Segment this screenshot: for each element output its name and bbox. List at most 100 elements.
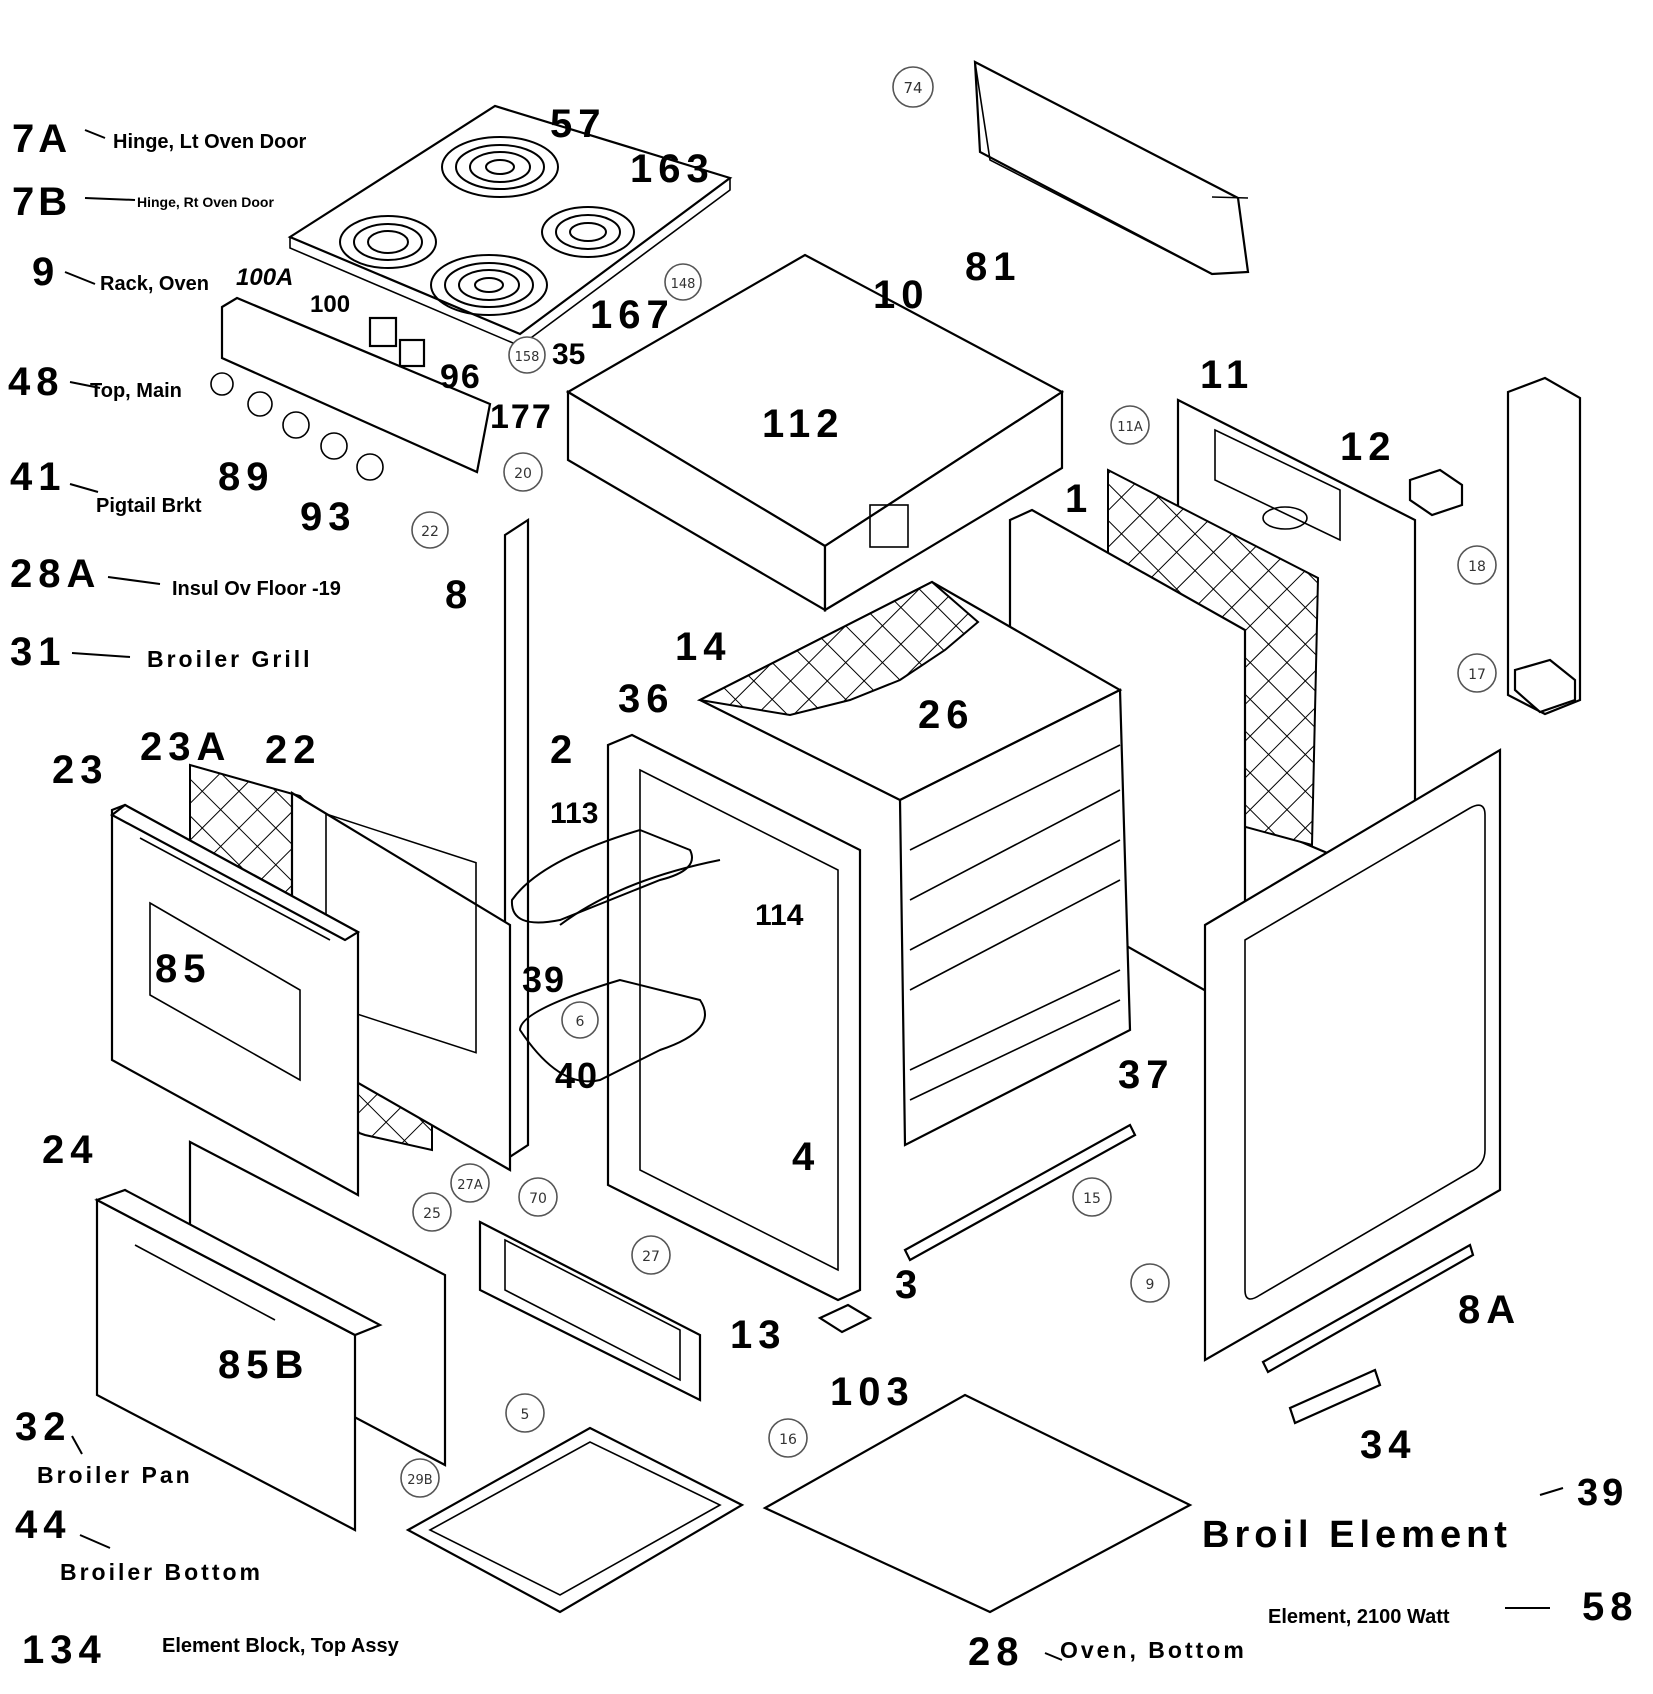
circle-callout-15: 15 xyxy=(1072,1177,1112,1217)
circled-callouts: 74 148 158 20 22 11A 18 17 6 70 27A 25 2… xyxy=(400,66,1497,1498)
svg-text:70: 70 xyxy=(529,1191,547,1207)
svg-text:18: 18 xyxy=(1468,559,1486,575)
heating-elements xyxy=(510,828,721,1083)
legend-desc-58: Element, 2100 Watt xyxy=(1268,1606,1450,1628)
circle-callout-16: 16 xyxy=(768,1418,808,1458)
callout-85b: 85B xyxy=(218,1343,309,1387)
callout-13: 13 xyxy=(730,1313,787,1357)
strip-8a-part xyxy=(1261,1243,1475,1374)
callout-26: 26 xyxy=(918,693,975,737)
svg-text:9: 9 xyxy=(1146,1277,1155,1293)
svg-text:27A: 27A xyxy=(457,1178,483,1193)
circle-callout-11A: 11A xyxy=(1110,405,1150,445)
legend-desc-28: Oven, Bottom xyxy=(1060,1637,1247,1663)
callout-40: 40 xyxy=(555,1055,599,1096)
trim-15-part xyxy=(903,1123,1137,1262)
callout-11: 11 xyxy=(1200,353,1254,397)
oven-door-part xyxy=(109,803,361,1197)
bracket-17-part xyxy=(1513,658,1577,714)
callout-114: 114 xyxy=(755,899,804,932)
legend-num-58: 58 xyxy=(1582,1585,1639,1629)
circle-callout-9: 9 xyxy=(1130,1263,1170,1303)
legend-num-9: 9 xyxy=(32,250,54,294)
legend-num-41: 41 xyxy=(10,455,67,499)
callout-14: 14 xyxy=(675,625,732,669)
legend-num-28a: 28A xyxy=(10,552,101,596)
callout-36: 36 xyxy=(618,677,675,721)
svg-text:20: 20 xyxy=(514,466,532,482)
callout-22: 22 xyxy=(265,728,322,772)
circle-callout-20: 20 xyxy=(503,452,543,492)
callout-12: 12 xyxy=(1340,425,1397,469)
circle-callout-70: 70 xyxy=(518,1177,558,1217)
legend-num-28: 28 xyxy=(968,1630,1025,1674)
legend-num-39: 39 xyxy=(1577,1472,1627,1514)
callout-23a: 23A xyxy=(140,725,231,769)
circle-callout-148: 148 xyxy=(664,263,702,301)
svg-text:15: 15 xyxy=(1083,1191,1101,1207)
callout-10: 10 xyxy=(873,273,930,317)
broiler-pan-part xyxy=(405,1426,745,1614)
svg-text:5: 5 xyxy=(521,1407,530,1423)
svg-text:74: 74 xyxy=(903,79,922,97)
circle-callout-18: 18 xyxy=(1457,545,1497,585)
circle-callout-6: 6 xyxy=(561,1001,599,1039)
legend-num-7b: 7B xyxy=(12,180,71,224)
svg-text:22: 22 xyxy=(421,524,439,540)
backguard-part xyxy=(973,60,1250,276)
svg-text:25: 25 xyxy=(423,1206,441,1222)
legend-desc-9: Rack, Oven xyxy=(100,273,209,295)
legend-desc-41: Pigtail Brkt xyxy=(96,495,202,517)
callout-167: 167 xyxy=(590,293,675,337)
callout-81: 81 xyxy=(965,245,1022,289)
leader-lines xyxy=(64,129,1564,1661)
legend-desc-44: Broiler Bottom xyxy=(60,1559,263,1585)
legend-num-31: 31 xyxy=(10,630,67,674)
side-panel-part xyxy=(1203,748,1502,1362)
callout-103: 103 xyxy=(830,1370,915,1414)
legend-right: 39 Broil Element 58 Element, 2100 Watt 2… xyxy=(968,1472,1639,1674)
legend-desc-7a: Hinge, Lt Oven Door xyxy=(113,131,307,153)
callout-23: 23 xyxy=(52,748,109,792)
legend-num-44: 44 xyxy=(15,1503,72,1547)
callout-85: 85 xyxy=(155,947,212,991)
svg-text:29B: 29B xyxy=(407,1473,432,1488)
callout-37: 37 xyxy=(1118,1053,1175,1097)
callout-100a: 100A xyxy=(236,264,293,291)
circle-callout-27: 27 xyxy=(631,1235,671,1275)
svg-text:158: 158 xyxy=(515,350,540,365)
cooktop-part xyxy=(287,104,733,347)
svg-text:6: 6 xyxy=(576,1014,585,1030)
callout-39: 39 xyxy=(522,959,566,1000)
side-bracket-18-part xyxy=(1506,376,1582,716)
legend-desc-39: Broil Element xyxy=(1202,1514,1512,1556)
broiler-frame-part xyxy=(478,1220,702,1402)
circle-callout-74: 74 xyxy=(892,66,934,108)
top-chassis-part xyxy=(565,253,1065,612)
legend-desc-31: Broiler Grill xyxy=(147,646,313,672)
front-frame-part xyxy=(606,733,862,1302)
part-callouts: 57 163 100A 100 96 177 167 35 89 93 10 1… xyxy=(42,102,1515,1467)
callout-113: 113 xyxy=(550,797,598,830)
callout-93: 93 xyxy=(300,495,357,539)
callout-96: 96 xyxy=(440,358,482,396)
svg-text:11A: 11A xyxy=(1117,420,1143,435)
callout-100: 100 xyxy=(310,291,350,318)
legend-num-32: 32 xyxy=(15,1405,72,1449)
callout-2: 2 xyxy=(550,728,572,772)
legend-desc-7b: Hinge, Rt Oven Door xyxy=(137,194,274,210)
bracket-34-part xyxy=(1288,1368,1382,1425)
callout-4: 4 xyxy=(792,1135,815,1179)
control-panel-part xyxy=(210,296,492,481)
legend-num-134: 134 xyxy=(22,1628,107,1672)
circle-callout-17: 17 xyxy=(1457,653,1497,693)
circle-callout-22: 22 xyxy=(411,511,449,549)
broiler-door-part xyxy=(94,1140,447,1532)
svg-text:148: 148 xyxy=(671,277,696,292)
svg-text:17: 17 xyxy=(1468,667,1486,683)
leveling-leg-part xyxy=(817,1303,873,1334)
oven-bottom-part xyxy=(762,1393,1193,1614)
callout-57: 57 xyxy=(550,102,607,146)
terminal-block-part xyxy=(1408,468,1464,517)
